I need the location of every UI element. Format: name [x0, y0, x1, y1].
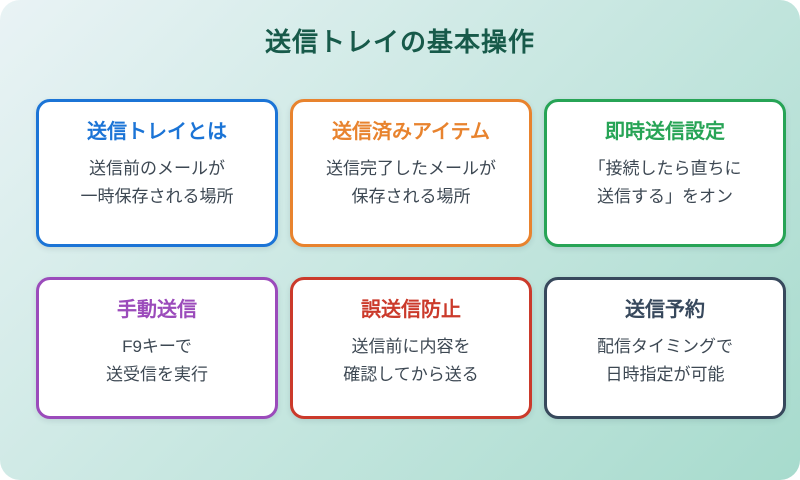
card-body-line2: 保存される場所 [351, 187, 471, 207]
card-body-line1: 送信完了したメールが [326, 159, 496, 178]
card-title: 即時送信設定 [605, 121, 725, 143]
card-body-line2: 送信する」をオン [597, 187, 733, 207]
card-body-line2: 一時保存される場所 [80, 187, 234, 207]
card-body-line1: 送信前に内容を [351, 337, 471, 356]
card-title: 誤送信防止 [361, 299, 461, 321]
card-body-line2: 送受信を実行 [106, 365, 208, 385]
card-sent-items: 送信済みアイテム 送信完了したメールが保存される場所 [290, 99, 532, 247]
card-body-line2: 日時指定が可能 [605, 365, 725, 385]
card-missend-prevention: 誤送信防止 送信前に内容を確認してから送る [290, 277, 532, 419]
card-body-line1: F9キーで [122, 337, 192, 356]
card-manual-send: 手動送信 F9キーで送受信を実行 [36, 277, 278, 419]
card-title: 送信済みアイテム [332, 121, 490, 143]
card-body: 配信タイミングで日時指定が可能 [597, 333, 733, 389]
card-body: 送信前に内容を確認してから送る [343, 333, 479, 389]
card-body: 送信完了したメールが保存される場所 [326, 155, 496, 211]
card-title: 手動送信 [117, 299, 197, 321]
page-title: 送信トレイの基本操作 [264, 27, 535, 57]
card-body-line2: 確認してから送る [343, 365, 479, 385]
card-body: 送信前のメールが一時保存される場所 [81, 155, 234, 211]
card-title: 送信トレイとは [87, 121, 227, 143]
card-grid: 送信トレイとは 送信前のメールが一時保存される場所 送信済みアイテム 送信完了し… [36, 99, 786, 419]
card-title: 送信予約 [625, 299, 705, 321]
card-body: 「接続したら直ちに送信する」をオン [589, 155, 742, 211]
card-body-line1: 送信前のメールが [89, 159, 225, 178]
card-outbox-definition: 送信トレイとは 送信前のメールが一時保存される場所 [36, 99, 278, 247]
card-body-line1: 配信タイミングで [597, 337, 733, 356]
card-immediate-send-setting: 即時送信設定 「接続したら直ちに送信する」をオン [544, 99, 786, 247]
card-scheduled-send: 送信予約 配信タイミングで日時指定が可能 [544, 277, 786, 419]
card-body-line1: 「接続したら直ちに [588, 159, 742, 178]
card-body: F9キーで送受信を実行 [106, 333, 208, 389]
